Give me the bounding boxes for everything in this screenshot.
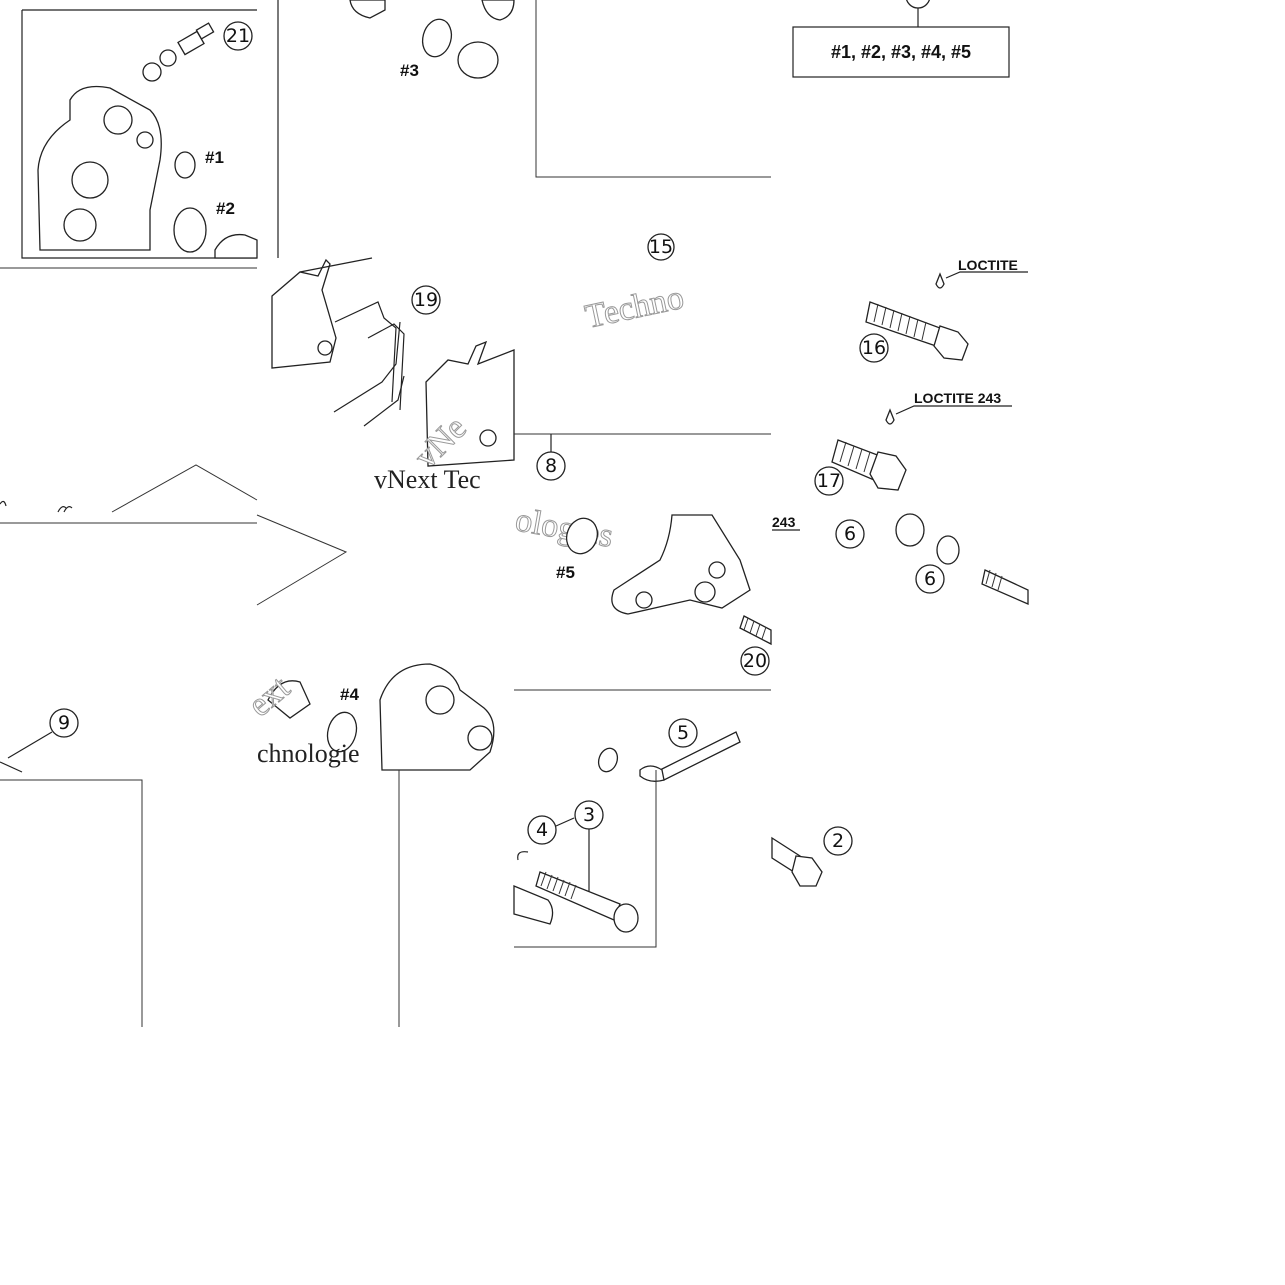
- kit-box-label: #1, #2, #3, #4, #5: [831, 42, 971, 62]
- o-ring-5-part: [597, 747, 619, 773]
- callout-circle-17: [814, 466, 844, 496]
- seal-ring-3: [421, 18, 453, 58]
- callout-circle-5: [668, 718, 698, 748]
- callout-circle-6a: [835, 519, 865, 549]
- piston-part: [214, 233, 258, 259]
- tile-seals: #3: [277, 0, 515, 258]
- callout-9: 9: [58, 712, 70, 734]
- callout-2: 2: [832, 830, 844, 852]
- ref-label-5: #5: [556, 563, 575, 582]
- callout-circle-19: [411, 285, 441, 315]
- callout-circle-4: [527, 815, 557, 845]
- callout-4: 4: [536, 819, 548, 841]
- bolt-2-head: [791, 855, 823, 887]
- tile-bracket-edge: [256, 514, 348, 606]
- callout-circle-9: [49, 708, 79, 738]
- callout-3: 3: [583, 804, 595, 826]
- kit-box-frame: [792, 26, 1010, 78]
- tile-pins: 5 4 3: [513, 718, 741, 948]
- loctite-label-1: LOCTITE: [958, 257, 1018, 273]
- loctite-drop-1: [935, 272, 945, 289]
- watermark-1: Techno: [582, 279, 687, 336]
- bleeder-valve-part: [142, 22, 215, 82]
- circlip-part: [517, 851, 529, 861]
- tile-caliper-body: #1 #2 21: [21, 9, 258, 259]
- seal-ring-4: [326, 711, 358, 753]
- tile-left-mid: [0, 267, 258, 524]
- callout-21: 21: [226, 25, 250, 47]
- anti-rattle-spring: [333, 301, 405, 427]
- ref-label-3: #3: [400, 61, 419, 80]
- callout-circle-15: [647, 233, 675, 261]
- loctite-label-3: 243: [772, 514, 796, 530]
- callout-circle-20: [740, 646, 770, 676]
- loctite-drop-2: [885, 408, 895, 425]
- seal-ring-5: [565, 517, 599, 555]
- callout-circle-6b: [915, 564, 945, 594]
- tile-sliders: 243 6 6: [772, 513, 1029, 605]
- piston-part-3: [267, 680, 311, 719]
- loctite-label-2: LOCTITE 243: [914, 390, 1001, 406]
- tile-frame-top: [535, 0, 771, 178]
- mount-bracket-part: [379, 663, 495, 771]
- piston-part-2: [457, 41, 499, 79]
- pin-3-part: [535, 871, 639, 933]
- callout-circle-8: [536, 451, 566, 481]
- piston-fragment: [481, 0, 515, 21]
- slider-pin-part: [981, 569, 1029, 605]
- ref-label-2: #2: [216, 199, 235, 218]
- tile-caliper-mount: #4 ext chnologie: [241, 663, 495, 1027]
- tile-bracket-9: 9: [0, 708, 143, 1027]
- callout-circle-16: [859, 333, 889, 363]
- boot-part: [895, 513, 925, 547]
- bolt-20-part: [739, 615, 772, 646]
- caliper-body-part: [37, 85, 162, 251]
- callout-17: 17: [817, 470, 841, 492]
- seal-ring-1: [174, 151, 196, 179]
- callout-6b: 6: [924, 568, 936, 590]
- tile-caliper-half: ologies #5 20: [512, 501, 772, 691]
- bolt-17-part: [831, 439, 907, 491]
- seal-ring-2: [173, 207, 207, 253]
- tile-bolts: LOCTITE 16 LOCTITE 243 17: [814, 257, 1028, 496]
- o-ring-part: [936, 535, 960, 565]
- watermark-2: vNext Tec: [374, 465, 481, 494]
- pin-4-part: [513, 885, 554, 925]
- callout-5: 5: [677, 722, 689, 744]
- callout-6a: 6: [844, 523, 856, 545]
- tile-brake-pads: 19 vNext Tec vNe: [271, 257, 515, 494]
- callout-circle-21: [223, 21, 253, 51]
- watermark-4: chnologie: [257, 739, 360, 768]
- callout-16: 16: [862, 337, 886, 359]
- callout-20: 20: [743, 650, 767, 672]
- callout-8: 8: [545, 455, 557, 477]
- callout-circle-2: [823, 826, 853, 856]
- brake-pad-right: [425, 340, 515, 467]
- watermark-3: ologies: [513, 501, 616, 554]
- ref-label-1: #1: [205, 148, 224, 167]
- tile-kit-box: #1, #2, #3, #4, #5: [792, 0, 1010, 78]
- tile-pad-pin: 15 Techno 8: [514, 233, 771, 481]
- callout-15: 15: [649, 236, 673, 258]
- caliper-half-part: [611, 514, 751, 615]
- caliper-fragment: [349, 0, 386, 19]
- brake-pad-left: [271, 257, 373, 369]
- tile-bolt-2: 2: [771, 826, 853, 887]
- callout-19: 19: [414, 289, 438, 311]
- ref-label-4: #4: [340, 685, 359, 704]
- bolt-16-part: [865, 301, 969, 361]
